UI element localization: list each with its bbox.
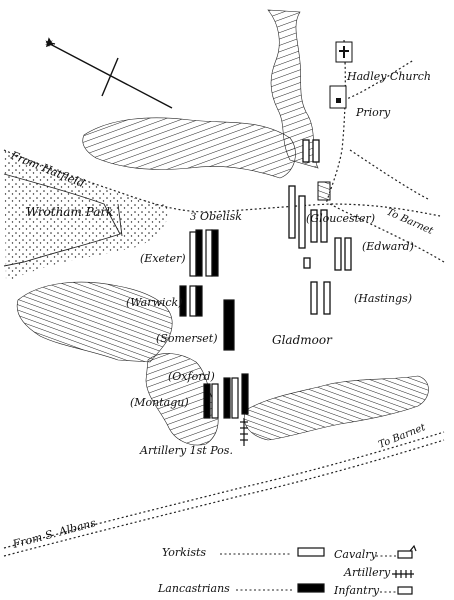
- hill-northeast: [267, 9, 319, 169]
- obelisk-marker: [317, 181, 331, 201]
- hadley-church: [335, 41, 353, 63]
- priory-building: [329, 85, 347, 109]
- legend-cavalry-icon: [397, 550, 413, 559]
- legend-lancastrians-label: Lancastrians: [157, 582, 230, 595]
- legend-cavalry-label: Cavalry: [334, 548, 378, 561]
- label-hadley-church: Hadley Church: [346, 70, 431, 83]
- hill-south-centre: [145, 353, 219, 446]
- label-obelisk-mark: 3: [190, 212, 196, 223]
- artillery-line: [240, 418, 248, 446]
- svg-text:✶: ✶: [44, 36, 54, 50]
- label-gloucester: (Gloucester): [306, 212, 375, 225]
- label-somerset: (Somerset): [156, 332, 218, 345]
- label-montagu: (Montagu): [130, 396, 189, 409]
- legend-artillery-label: Artillery: [343, 566, 391, 579]
- legend-infantry-icon: [397, 586, 413, 595]
- north-arrow-icon: ✶: [44, 36, 173, 109]
- label-obelisk: Obelisk: [200, 210, 242, 223]
- legend-lancastrian-swatch: [297, 583, 325, 593]
- label-to-barnet-lower: To Barnet: [377, 422, 428, 451]
- legend-yorkist-swatch: [297, 547, 325, 557]
- hill-west: [16, 281, 173, 363]
- road-from-st-albans-2: [3, 439, 445, 557]
- label-oxford: (Oxford): [168, 370, 215, 383]
- legend-infantry-label: Infantry: [333, 584, 380, 597]
- label-to-barnet-upper: To Barnet: [385, 207, 436, 238]
- label-from-st-albans: From S. Albans: [10, 516, 97, 551]
- label-warwick: (Warwick): [126, 296, 183, 309]
- label-priory: Priory: [355, 106, 391, 119]
- label-exeter: (Exeter): [140, 252, 186, 265]
- hill-south-east: [244, 375, 429, 441]
- legend-artillery-icon: [392, 570, 414, 578]
- yorkist-units: [288, 139, 352, 315]
- label-gladmoor: Gladmoor: [272, 333, 333, 347]
- wrotham-park-woods: [3, 150, 169, 282]
- label-artillery-pos: Artillery 1st Pos.: [139, 444, 233, 457]
- legend-yorkists-label: Yorkists: [162, 546, 206, 559]
- label-wrotham-park: Wrotham Park: [26, 205, 113, 219]
- road-church-east: [349, 149, 431, 201]
- lancastrian-units: [179, 229, 249, 419]
- church-cross-icon: [339, 46, 349, 58]
- road-from-st-albans: [3, 431, 445, 549]
- label-hastings: (Hastings): [354, 292, 412, 305]
- legend: Yorkists Lancastrians Cavalry Artillery …: [157, 544, 417, 597]
- hill-north-ridge: [82, 117, 296, 179]
- label-edward: (Edward): [362, 240, 414, 253]
- road-hadley-lane: [325, 39, 346, 205]
- road-from-hatfield: [3, 149, 441, 217]
